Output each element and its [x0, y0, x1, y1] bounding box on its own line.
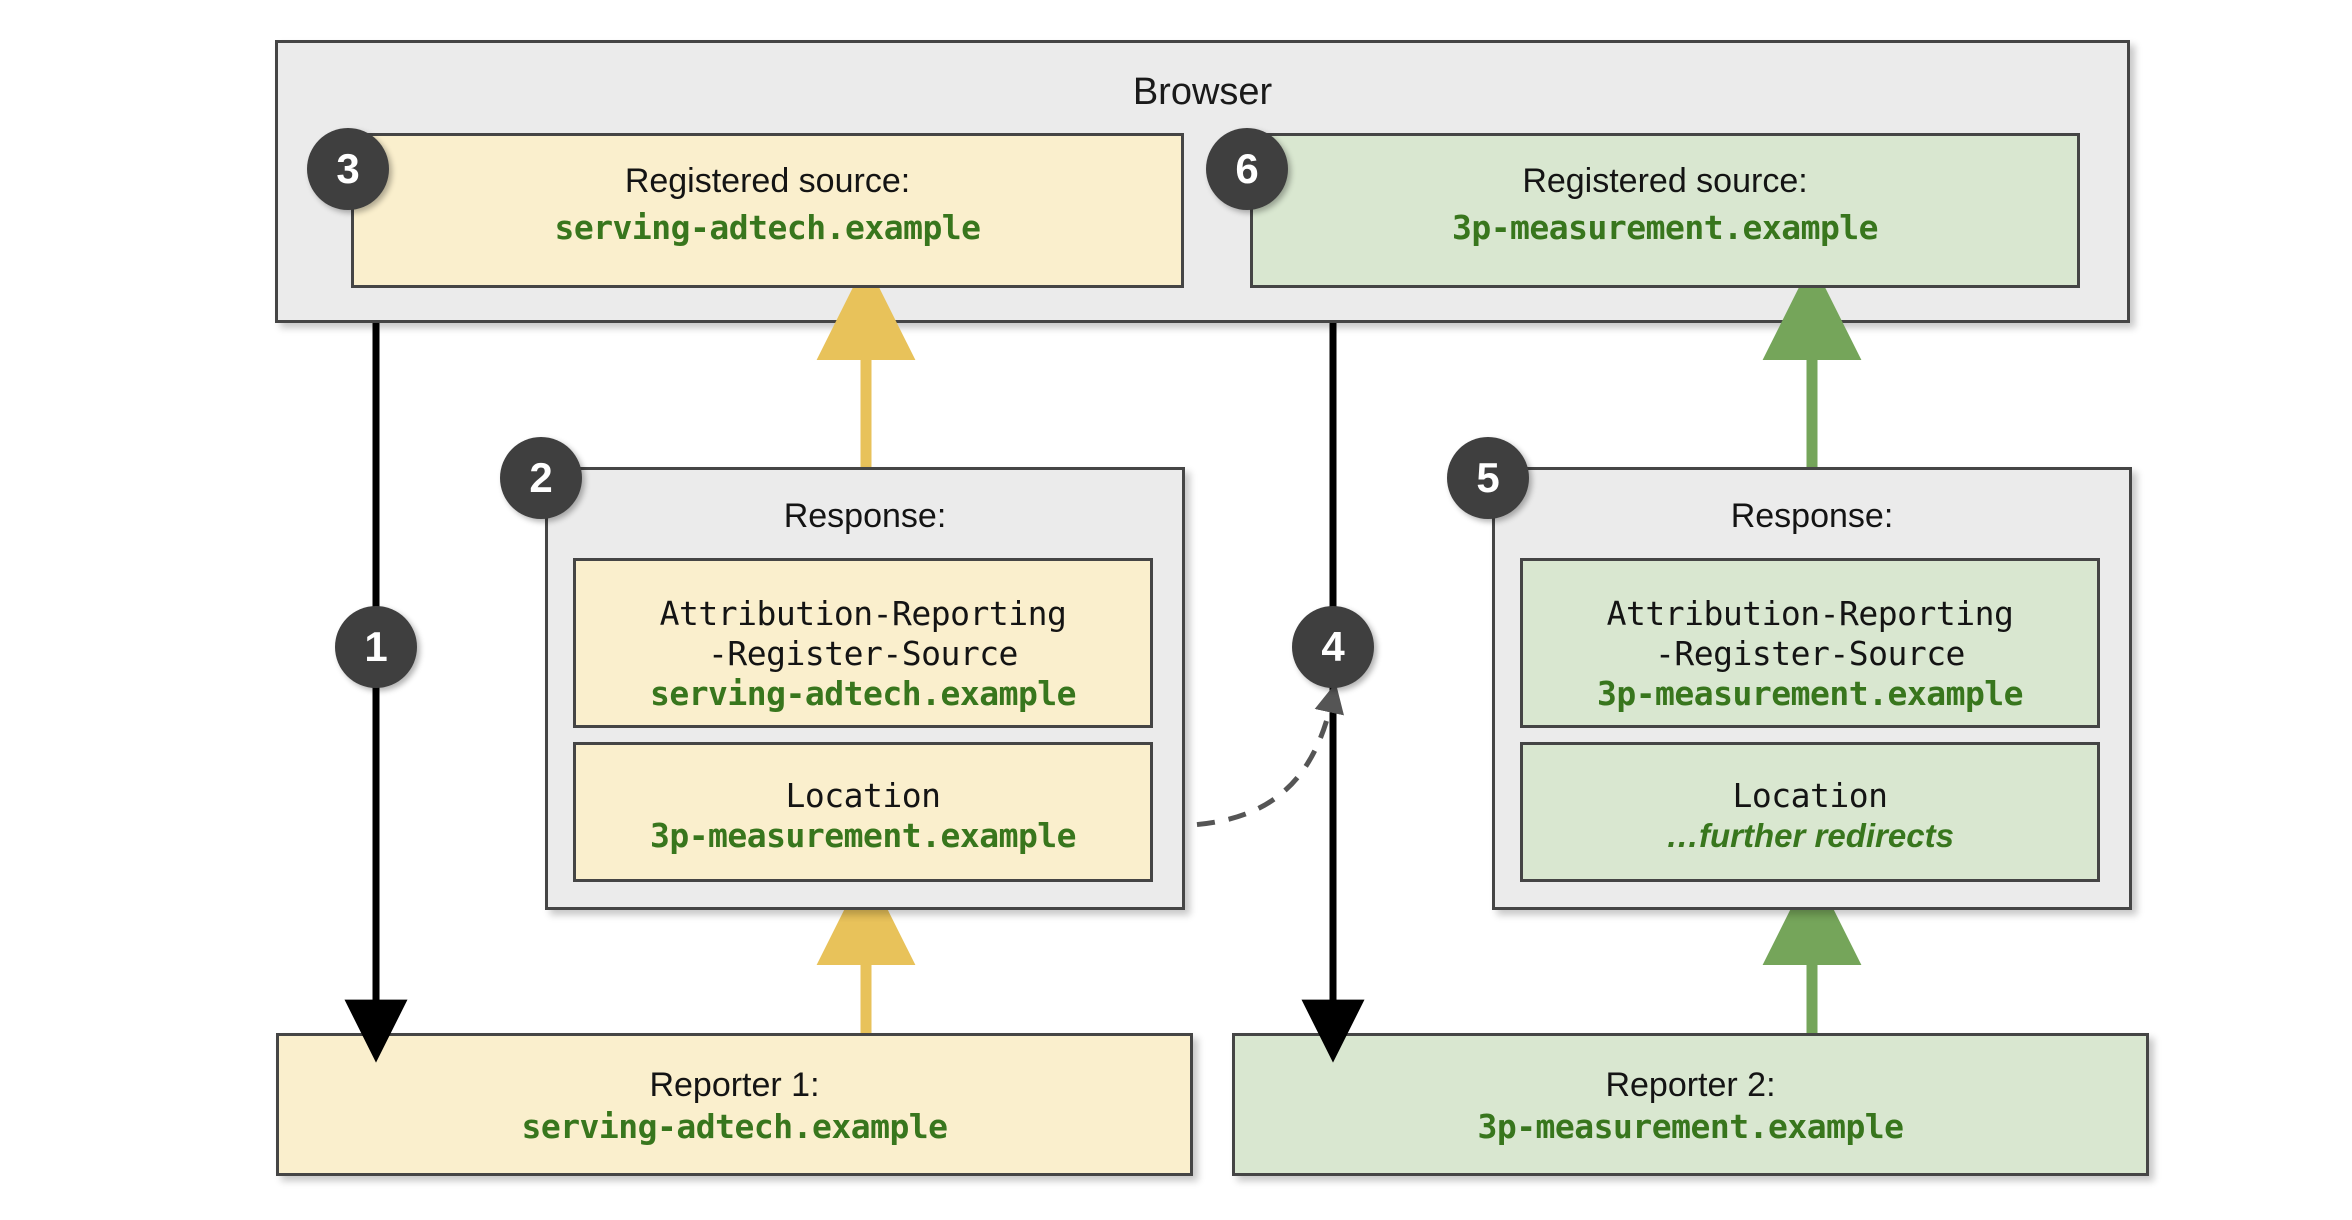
header-name-line2-1-1: -Register-Source: [708, 634, 1018, 673]
reporter-label-1: Reporter 1:: [649, 1066, 820, 1104]
step-marker-5: 5: [1447, 437, 1529, 519]
header-name-line1-2-2: Location: [1732, 776, 1888, 815]
reporter-box-2: Reporter 2: 3p-measurement.example: [1232, 1033, 2149, 1176]
reporter-value-1: serving-adtech.example: [521, 1107, 948, 1146]
header-name-line2-2-1: -Register-Source: [1655, 634, 1965, 673]
reporter-box-1: Reporter 1: serving-adtech.example: [276, 1033, 1193, 1176]
step-marker-1: 1: [335, 606, 417, 688]
header-name-line1-1-1: Attribution-Reporting: [659, 594, 1067, 633]
registered-source-label-2: Registered source:: [1522, 162, 1808, 200]
registered-source-box-2: Registered source: 3p-measurement.exampl…: [1250, 133, 2080, 288]
reporter-label-2: Reporter 2:: [1605, 1066, 1776, 1104]
reporter-value-2: 3p-measurement.example: [1477, 1107, 1904, 1146]
response-header-2-2: Location …further redirects: [1520, 742, 2100, 882]
step-marker-6: 6: [1206, 128, 1288, 210]
header-name-line1-2-1: Attribution-Reporting: [1606, 594, 2014, 633]
response-title-1: Response:: [783, 497, 947, 535]
arrow-redirect-dashed: [1164, 682, 1344, 829]
header-value-2-1: 3p-measurement.example: [1596, 674, 2024, 713]
response-title-2: Response:: [1730, 497, 1894, 535]
step-marker-3: 3: [307, 128, 389, 210]
registered-source-value-2: 3p-measurement.example: [1451, 208, 1879, 247]
header-value-2-2: …further redirects: [1666, 817, 1954, 854]
header-name-line1-1-2: Location: [785, 776, 941, 815]
registered-source-value-1: serving-adtech.example: [554, 208, 981, 247]
response-header-2-1: Attribution-Reporting -Register-Source 3…: [1520, 558, 2100, 728]
registered-source-box-1: Registered source: serving-adtech.exampl…: [351, 133, 1184, 288]
response-box-1: Response: Attribution-Reporting -Registe…: [545, 467, 1185, 910]
step-marker-4: 4: [1292, 606, 1374, 688]
browser-title: Browser: [1132, 71, 1273, 113]
step-marker-2: 2: [500, 437, 582, 519]
registered-source-label-1: Registered source:: [624, 162, 911, 200]
response-box-2: Response: Attribution-Reporting -Registe…: [1492, 467, 2132, 910]
header-value-1-2: 3p-measurement.example: [649, 816, 1077, 855]
response-header-1-2: Location 3p-measurement.example: [573, 742, 1153, 882]
header-value-1-1: serving-adtech.example: [649, 674, 1077, 713]
response-header-1-1: Attribution-Reporting -Register-Source s…: [573, 558, 1153, 728]
